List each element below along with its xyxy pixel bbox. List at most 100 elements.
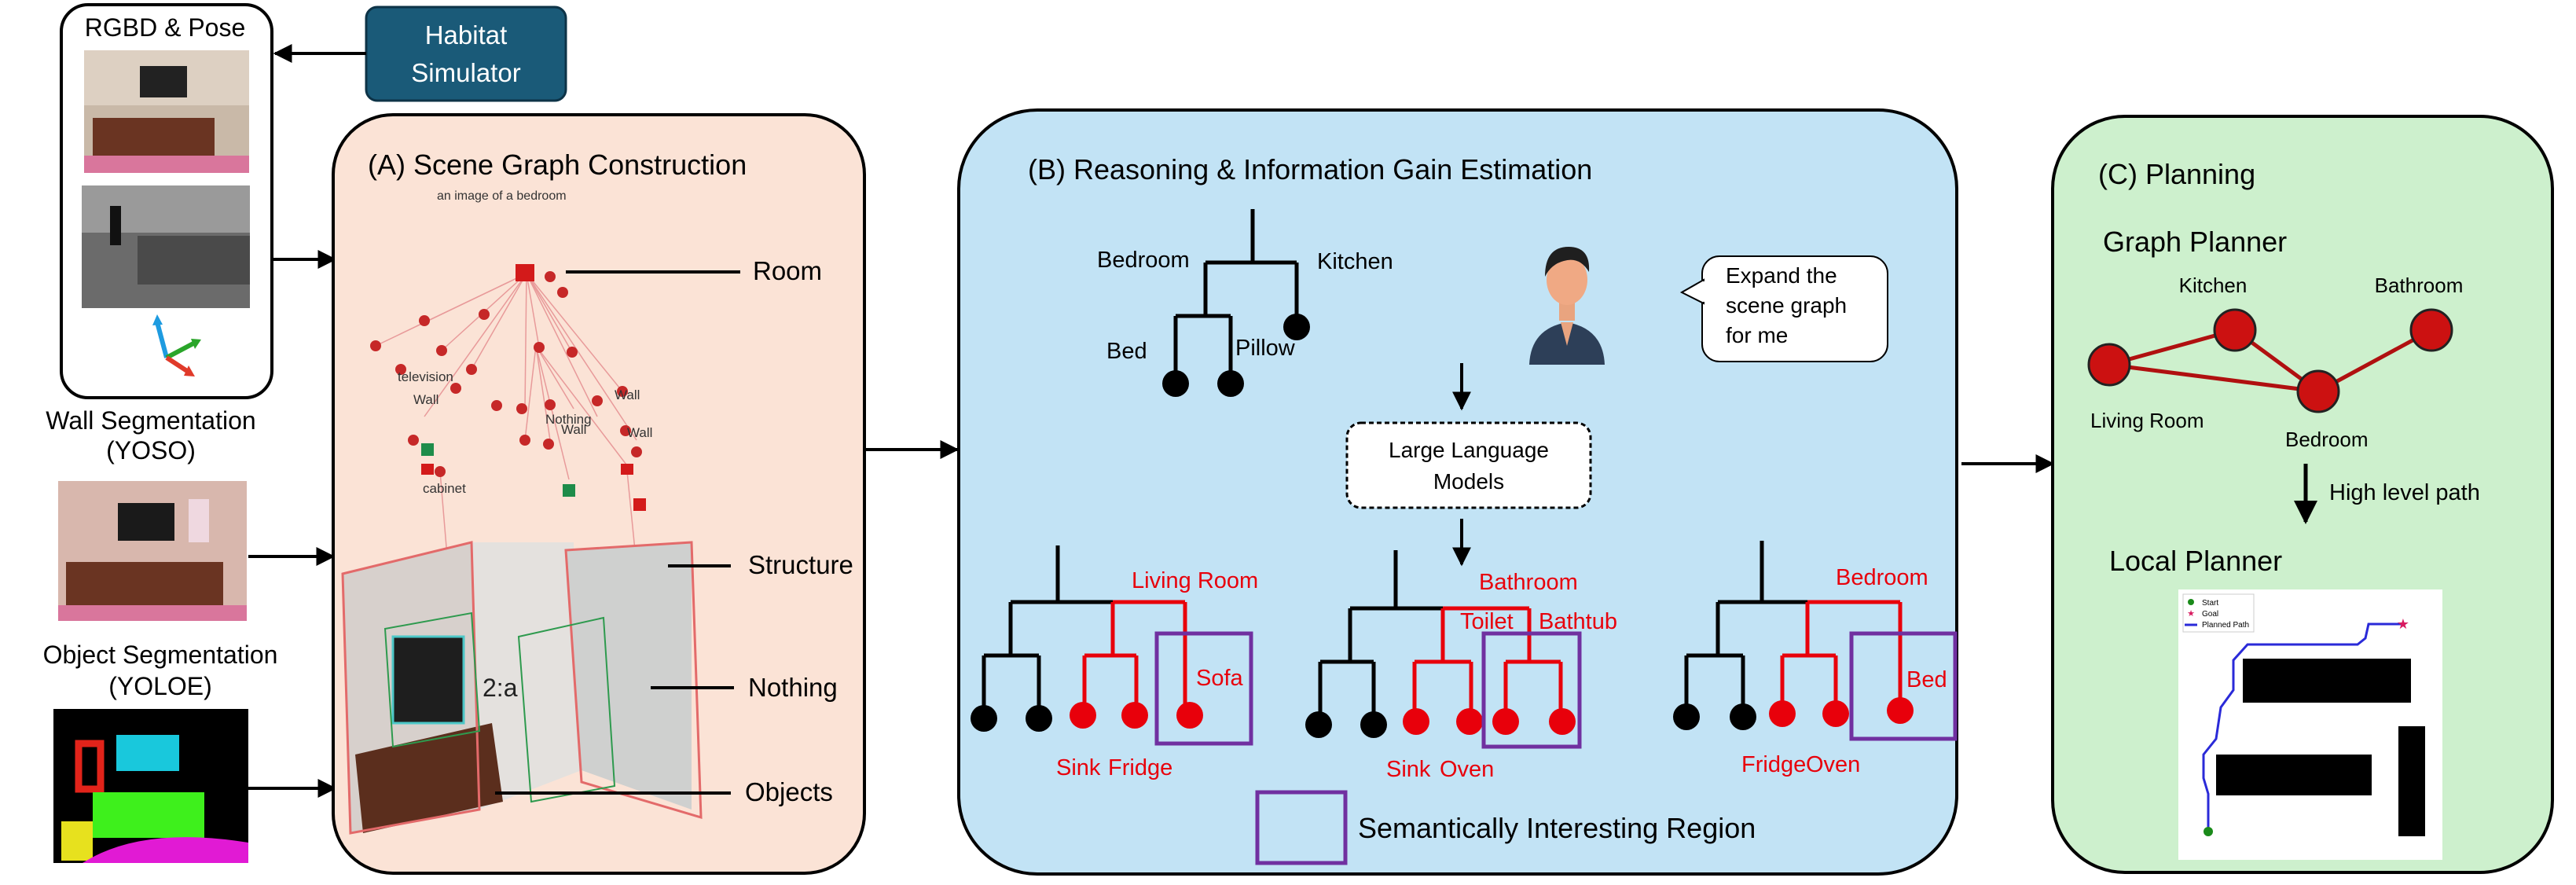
speech-line-1: Expand the	[1726, 263, 1837, 288]
obstacle	[2216, 755, 2372, 795]
graph-node	[617, 386, 628, 397]
tree-node	[1403, 708, 1429, 735]
tree-node	[1070, 702, 1096, 729]
callout-structure: Structure	[748, 550, 853, 579]
callout-room: Room	[753, 256, 822, 285]
panel-a-title: (A) Scene Graph Construction	[368, 149, 747, 181]
scene-graph-labels: television Wall Nothing Wall Wall Wall c…	[398, 369, 652, 496]
speech-line-2: scene graph	[1726, 293, 1847, 318]
region-box-1	[1154, 631, 1253, 746]
callout-objects: Objects	[745, 777, 833, 806]
tree-node	[1360, 711, 1387, 738]
tree-1-object: Sofa	[1196, 666, 1244, 691]
graph-node	[631, 446, 642, 457]
panel-a-caption: an image of a bedroom	[437, 189, 567, 203]
llm-box	[1345, 421, 1592, 509]
graph-label: Wall	[615, 387, 640, 402]
graph-planner-title: Graph Planner	[2103, 226, 2287, 258]
graph-label: Wall	[413, 392, 439, 407]
rgbd-title: RGBD & Pose	[85, 13, 246, 42]
graph-node	[545, 399, 556, 410]
region-box-3	[1849, 631, 1958, 741]
graph-node	[543, 439, 554, 450]
tree-2-bottom-2: Oven	[1440, 757, 1494, 782]
rgb-image	[84, 50, 249, 173]
overlay-label: 2:a	[483, 674, 518, 702]
tree-node	[971, 705, 997, 732]
tree-node	[1456, 708, 1483, 735]
object-node	[421, 464, 434, 475]
graph-node	[479, 309, 490, 320]
user-avatar-icon	[1529, 247, 1605, 365]
tree-node	[1026, 705, 1052, 732]
object-seg-subtitle: (YOLOE)	[108, 672, 212, 700]
object-node	[421, 443, 434, 456]
tree-node	[1305, 711, 1332, 738]
graph-node	[545, 271, 556, 282]
callout-nothing: Nothing	[748, 673, 838, 702]
tree-3-nodes	[1673, 697, 1914, 730]
tree-label-bedroom: Bedroom	[1097, 248, 1190, 273]
tree-node	[1730, 703, 1756, 730]
tree-node	[1283, 314, 1310, 340]
scene-reconstruction: 2:a	[341, 541, 703, 835]
tree-node	[1121, 702, 1148, 729]
object-node	[563, 484, 575, 497]
map-legend-path: Planned Path	[2202, 621, 2249, 630]
node-bedroom	[2296, 369, 2340, 413]
tree-node	[1549, 708, 1576, 735]
depth-image	[82, 185, 250, 308]
legend-start-icon	[2188, 599, 2194, 605]
graph-node	[592, 395, 603, 406]
graph-node	[516, 403, 527, 414]
graph-label: Wall	[561, 422, 586, 437]
tree-node	[1176, 702, 1203, 729]
tree-2-bottom-1: Sink	[1386, 757, 1431, 782]
tree-2-room: Bathroom	[1479, 570, 1578, 595]
tree-1-nodes	[971, 702, 1203, 732]
tree-label-kitchen: Kitchen	[1317, 249, 1393, 274]
map-legend-start: Start	[2202, 599, 2218, 608]
graph-node	[534, 342, 545, 353]
tree-1-bottom-2: Fridge	[1108, 755, 1172, 780]
object-seg-title: Object Segmentation	[43, 641, 278, 669]
graph-node	[557, 287, 568, 298]
tree-node	[1887, 697, 1914, 724]
top-tree-nodes	[1162, 314, 1310, 397]
tree-3-object: Bed	[1906, 667, 1947, 692]
local-planner-title: Local Planner	[2109, 545, 2282, 577]
legend-goal-icon: ★	[2187, 609, 2195, 619]
node-label-bathroom: Bathroom	[2375, 274, 2464, 297]
graph-node	[620, 425, 631, 436]
graph-node	[436, 345, 447, 356]
graph-node	[567, 347, 578, 358]
panel-c-title: (C) Planning	[2098, 158, 2255, 190]
tree-label-bed: Bed	[1106, 339, 1147, 364]
map-legend-goal: Goal	[2202, 610, 2218, 619]
graph-label: cabinet	[423, 481, 466, 496]
graph-label: Wall	[627, 425, 652, 440]
graph-label: television	[398, 369, 453, 384]
tree-2-object-2: Bathtub	[1539, 609, 1617, 634]
graph-node	[435, 466, 446, 477]
tree-3-bottom-1: Fridge	[1741, 752, 1806, 777]
obstacle	[2243, 659, 2411, 703]
region-box-2	[1481, 631, 1582, 749]
speech-line-3: for me	[1726, 323, 1788, 347]
obstacle	[2398, 726, 2425, 836]
tree-node	[1492, 708, 1519, 735]
node-kitchen	[2213, 308, 2257, 352]
object-seg-image	[53, 709, 248, 863]
node-bathroom	[2409, 308, 2453, 352]
local-planner-map: ★ ★ Start Goal Planned Path	[2178, 589, 2442, 860]
tree-2-nodes	[1305, 708, 1576, 738]
tree-node	[1162, 370, 1189, 397]
panel-planning: (C) Planning Graph Planner Kitchen Bathr…	[2051, 115, 2554, 874]
legend-label: Semantically Interesting Region	[1358, 812, 1756, 844]
tree-node	[1769, 700, 1796, 727]
pose-axes-icon	[152, 314, 201, 376]
object-node	[621, 464, 633, 475]
tree-node	[1673, 703, 1700, 730]
graph-label: Nothing	[545, 412, 592, 427]
